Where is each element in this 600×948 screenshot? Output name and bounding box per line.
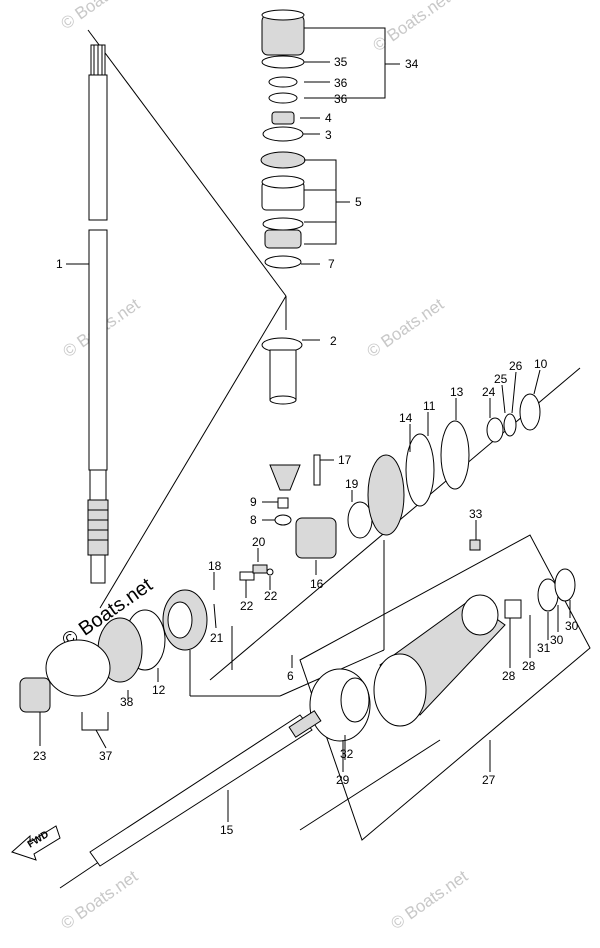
callout-36: 36 — [334, 76, 348, 90]
callout-38: 38 — [120, 695, 134, 709]
sleeve — [261, 337, 303, 405]
callout-2: 2 — [330, 334, 337, 348]
leader-lines — [39, 27, 571, 822]
callouts: 1 2 3 4 5 6 7 8 9 10 11 12 13 14 15 16 1… — [33, 55, 579, 837]
callout-30: 30 — [565, 619, 579, 633]
callout-22: 22 — [240, 599, 254, 613]
watermark: © Boats.net — [387, 866, 471, 933]
callout-37: 37 — [99, 749, 113, 763]
callout-27: 27 — [482, 773, 496, 787]
callout-14: 14 — [399, 411, 413, 425]
callout-15: 15 — [220, 823, 234, 837]
watermark: © Boats.net — [363, 294, 447, 361]
callout-8: 8 — [250, 513, 257, 527]
callout-19: 19 — [345, 477, 359, 491]
watermark: © Boats.net — [57, 0, 141, 33]
callout-28b: 28 — [522, 659, 536, 673]
callout-13: 13 — [450, 385, 464, 399]
housing-assembly — [299, 534, 591, 841]
gear-group — [162, 393, 541, 651]
callout-20: 20 — [252, 535, 266, 549]
callout-5: 5 — [355, 195, 362, 209]
callout-30b: 30 — [550, 633, 564, 647]
callout-23: 23 — [33, 749, 47, 763]
callout-17: 17 — [338, 453, 352, 467]
callout-10: 10 — [534, 357, 548, 371]
callout-32: 32 — [340, 747, 354, 761]
callout-7: 7 — [328, 257, 335, 271]
callout-12: 12 — [152, 683, 166, 697]
callout-29: 29 — [336, 773, 350, 787]
callout-4: 4 — [325, 111, 332, 125]
fwd-arrow: FWD — [11, 825, 61, 861]
callout-31: 31 — [537, 641, 551, 655]
callout-21: 21 — [210, 631, 224, 645]
lower-left-bearings — [19, 609, 166, 713]
drive-shaft — [87, 44, 109, 584]
callout-11: 11 — [423, 399, 436, 413]
callout-28: 28 — [502, 669, 516, 683]
upper-bearing-stack — [260, 9, 306, 269]
callout-1: 1 — [56, 257, 63, 271]
callout-36b: 36 — [334, 92, 348, 106]
callout-6: 6 — [287, 669, 294, 683]
callout-24: 24 — [482, 385, 496, 399]
watermark: © Boats.net — [57, 866, 141, 933]
callout-9: 9 — [250, 495, 257, 509]
propeller-shaft — [89, 710, 322, 867]
callout-33: 33 — [469, 507, 483, 521]
callout-35: 35 — [334, 55, 348, 69]
callout-25: 25 — [494, 372, 508, 386]
callout-18: 18 — [208, 559, 222, 573]
callout-3: 3 — [325, 128, 332, 142]
callout-22b: 22 — [264, 589, 278, 603]
callout-16: 16 — [310, 577, 324, 591]
callout-26: 26 — [509, 359, 523, 373]
callout-34: 34 — [405, 57, 419, 71]
